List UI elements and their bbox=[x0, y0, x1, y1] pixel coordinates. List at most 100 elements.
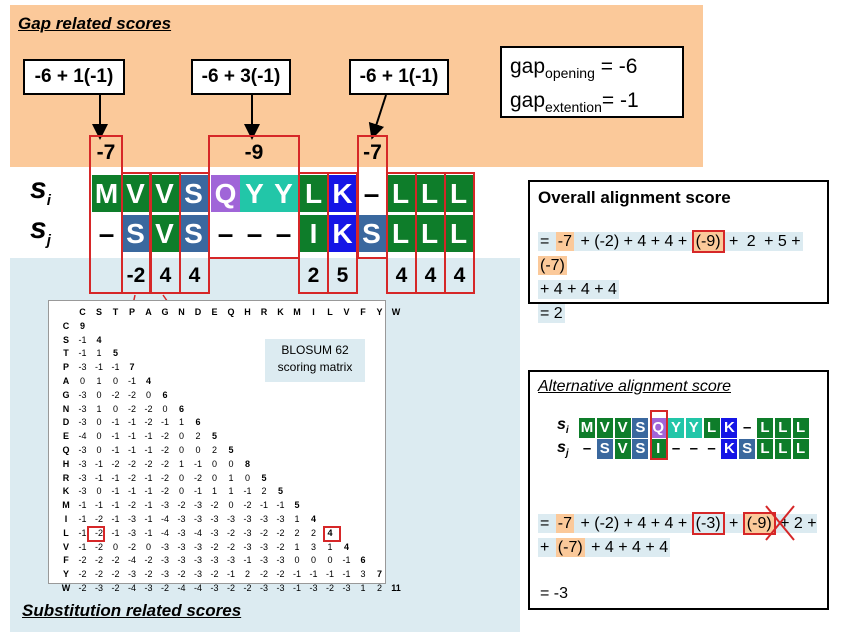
matrix-cell: 6 bbox=[178, 403, 184, 414]
matrix-cell: -1 bbox=[111, 445, 120, 455]
matrix-cell: -4 bbox=[193, 527, 202, 538]
matrix-row-header: K bbox=[62, 486, 70, 497]
matrix-col-header: G bbox=[161, 307, 169, 317]
matrix-col-header: L bbox=[327, 307, 333, 317]
matrix-col-header: A bbox=[145, 307, 152, 317]
alt-residue: S bbox=[632, 418, 649, 438]
matrix-cell: 0 bbox=[211, 472, 217, 483]
matrix-cell: -2 bbox=[127, 472, 136, 483]
matrix-cell: -1 bbox=[78, 334, 87, 345]
matrix-cell: 4 bbox=[310, 514, 316, 524]
alt-residue: L bbox=[774, 418, 791, 438]
alt-equation-line-2: + (-7) + 4 + 4 + 4 bbox=[538, 536, 671, 560]
matrix-col-header: Y bbox=[376, 307, 383, 317]
gap-formula-3: -6 + 1(-1) bbox=[349, 59, 449, 95]
matrix-cell: -3 bbox=[259, 555, 268, 566]
matrix-cell: -2 bbox=[160, 431, 169, 442]
substitution-panel-title: Substitution related scores bbox=[22, 601, 242, 620]
matrix-cell: 0 bbox=[96, 431, 102, 442]
matrix-cell: 0 bbox=[96, 486, 102, 497]
alternative-score-title: Alternative alignment score bbox=[538, 378, 731, 395]
sub-column-box-8 bbox=[444, 172, 475, 294]
matrix-cell: 5 bbox=[294, 500, 300, 511]
matrix-cell: -2 bbox=[276, 527, 285, 538]
seq-j-residue: S bbox=[179, 215, 208, 252]
alt-residue: L bbox=[774, 439, 791, 459]
seq-j-residue: – bbox=[92, 215, 121, 252]
sub-score-8: 4 bbox=[453, 264, 466, 287]
matrix-cell: -1 bbox=[292, 583, 301, 593]
matrix-cell: -1 bbox=[127, 445, 136, 455]
seq-i-residue: L bbox=[386, 175, 415, 212]
matrix-cell: -2 bbox=[226, 583, 235, 593]
seq-j-residue: L bbox=[386, 215, 415, 252]
gap-score-3: -7 bbox=[363, 141, 382, 164]
matrix-cell: 4 bbox=[343, 541, 349, 552]
matrix-col-header: H bbox=[244, 307, 251, 317]
matrix-highlight-1 bbox=[87, 526, 105, 542]
matrix-row-header: V bbox=[62, 541, 69, 552]
alt-residue: L bbox=[757, 439, 773, 459]
matrix-cell: -2 bbox=[78, 555, 87, 566]
equation-term: -7 bbox=[555, 514, 575, 533]
sub-score-3: 4 bbox=[188, 264, 201, 287]
matrix-cell: -4 bbox=[78, 431, 87, 442]
matrix-cell: -2 bbox=[94, 527, 103, 538]
overall-equation-line-2: + 4 + 4 + 4 bbox=[538, 280, 619, 299]
matrix-cell: -3 bbox=[160, 555, 169, 566]
matrix-cell: 1 bbox=[294, 541, 300, 552]
sub-score-1: -2 bbox=[126, 264, 146, 287]
matrix-cell: -2 bbox=[111, 458, 120, 469]
matrix-cell: -2 bbox=[243, 583, 252, 593]
overall-equation-line-3: = 2 bbox=[538, 304, 565, 323]
matrix-cell: -2 bbox=[144, 569, 153, 580]
matrix-cell: -2 bbox=[160, 486, 169, 497]
alt-residue: L bbox=[792, 418, 809, 438]
seq-i-residue: V bbox=[150, 175, 179, 212]
arrow-gap-3 bbox=[368, 94, 387, 140]
strike-cross-icon bbox=[765, 505, 795, 541]
seq-j-residue: S bbox=[357, 215, 386, 252]
matrix-row-header: C bbox=[62, 320, 70, 331]
alt-seq-j-label: sj bbox=[557, 439, 569, 460]
matrix-cell: -3 bbox=[144, 583, 153, 593]
matrix-cell: -1 bbox=[243, 555, 252, 566]
alt-residue: V bbox=[614, 439, 631, 459]
matrix-cell: -3 bbox=[259, 514, 268, 524]
matrix-cell: -3 bbox=[259, 541, 268, 552]
matrix-cell: -3 bbox=[243, 514, 252, 524]
matrix-cell: 6 bbox=[162, 389, 168, 400]
matrix-cell: -2 bbox=[160, 472, 169, 483]
gap-parameters-box: gapopening = -6 gapextention= -1 bbox=[500, 46, 684, 118]
matrix-cell: -2 bbox=[193, 472, 202, 483]
matrix-cell: -2 bbox=[111, 389, 120, 400]
matrix-cell: -3 bbox=[226, 514, 235, 524]
matrix-cell: 0 bbox=[228, 458, 234, 469]
matrix-cell: -2 bbox=[259, 527, 268, 538]
matrix-cell: -3 bbox=[78, 472, 87, 483]
matrix-cell: 1 bbox=[96, 403, 102, 414]
matrix-cell: -3 bbox=[127, 527, 136, 538]
seq-i-residue: S bbox=[179, 175, 208, 212]
matrix-cell: -3 bbox=[342, 583, 351, 593]
matrix-cell: -1 bbox=[94, 472, 103, 483]
matrix-cell: -3 bbox=[78, 417, 87, 428]
matrix-cell: -3 bbox=[160, 569, 169, 580]
matrix-cell: 0 bbox=[79, 376, 85, 386]
matrix-cell: -3 bbox=[210, 527, 219, 538]
matrix-cell: 0 bbox=[178, 431, 184, 442]
gap-formula-2: -6 + 3(-1) bbox=[191, 59, 291, 95]
matrix-cell: 5 bbox=[277, 486, 283, 497]
seq-j-residue: – bbox=[240, 215, 269, 252]
matrix-cell: 0 bbox=[294, 555, 300, 566]
seq-i-residue: M bbox=[92, 175, 121, 212]
matrix-row-header: E bbox=[62, 431, 69, 442]
matrix-highlight-2 bbox=[323, 526, 341, 542]
matrix-cell: 0 bbox=[327, 555, 333, 566]
gap-formula-1: -6 + 1(-1) bbox=[23, 59, 125, 95]
sub-score-5: 5 bbox=[336, 264, 349, 287]
matrix-cell: 0 bbox=[145, 389, 151, 400]
matrix-cell: 5 bbox=[228, 445, 234, 455]
alt-residue: – bbox=[685, 439, 702, 459]
matrix-cell: 1 bbox=[178, 458, 184, 469]
